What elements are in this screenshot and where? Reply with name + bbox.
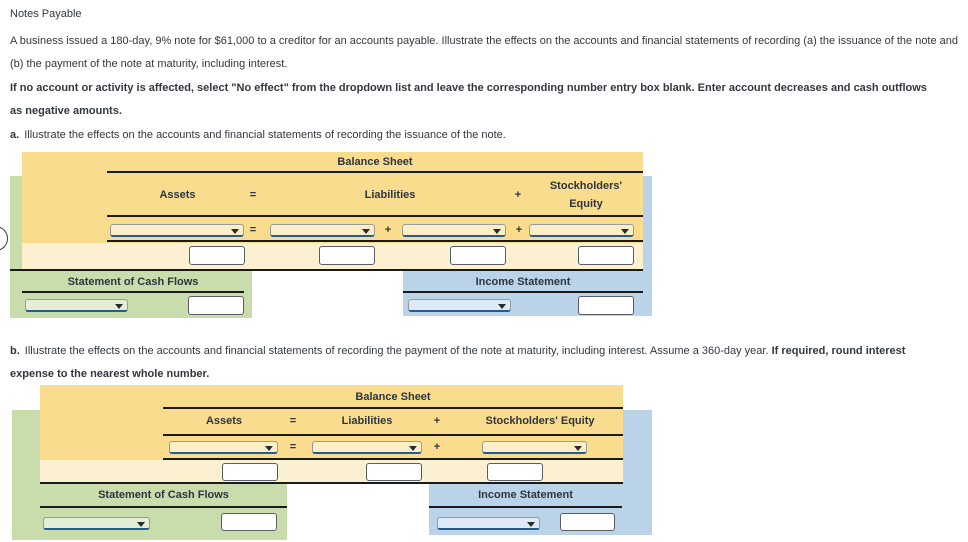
part-a-cash-flows-amount-input[interactable] [188, 296, 244, 315]
equals-sign: = [289, 415, 297, 427]
problem-text-line2: (b) the payment of the note at maturity,… [10, 58, 288, 70]
part-a-asset-account-select[interactable] [110, 224, 244, 237]
divider [163, 458, 623, 460]
part-b-liability-amount-input[interactable] [366, 463, 422, 481]
chevron-down-icon [362, 229, 370, 234]
part-b-cash-flows-title: Statement of Cash Flows [98, 489, 229, 501]
divider [22, 291, 244, 293]
plus-sign: + [433, 415, 441, 427]
divider [10, 269, 643, 271]
chevron-down-icon [621, 229, 629, 234]
chevron-down-icon [498, 304, 506, 309]
part-a-liabilities-header: Liabilities [364, 189, 416, 201]
part-a-income-statement-title: Income Statement [475, 276, 571, 288]
part-a-equity-account-select[interactable] [529, 224, 634, 237]
part-a-assets-header: Assets [159, 189, 196, 201]
equals-sign: = [249, 189, 257, 201]
plus-sign: + [384, 224, 392, 236]
part-b-cash-flows-select[interactable] [43, 517, 150, 530]
chevron-down-icon [493, 229, 501, 234]
divider [107, 171, 643, 173]
part-b-amount-row [40, 460, 623, 482]
part-a-liability-account-select-1[interactable] [270, 224, 375, 237]
part-b-income-statement-amount-input[interactable] [560, 513, 615, 531]
equals-sign: = [289, 441, 297, 453]
part-b-prompt-line2: expense to the nearest whole number. [10, 368, 210, 380]
equals-sign: = [249, 224, 257, 236]
plus-sign: + [514, 189, 522, 201]
part-b-label: b. [10, 345, 20, 357]
instruction-text-line1: If no account or activity is affected, s… [10, 82, 927, 94]
part-b-liabilities-header: Liabilities [341, 415, 393, 427]
part-a-liability-account-select-2[interactable] [402, 224, 506, 237]
page-title: Notes Payable [10, 8, 82, 20]
part-b-asset-account-select[interactable] [169, 441, 278, 454]
part-a-balance-sheet-title: Balance Sheet [337, 156, 413, 168]
part-a-equity-amount-input[interactable] [578, 246, 634, 265]
part-a-cash-flows-select[interactable] [25, 299, 128, 312]
part-a-equity-header-line1: Stockholders' [549, 180, 623, 192]
divider [163, 434, 623, 436]
chevron-down-icon [231, 229, 239, 234]
divider [107, 215, 643, 217]
divider [403, 291, 643, 293]
part-a-cash-flows-title: Statement of Cash Flows [67, 276, 199, 288]
instruction-text-line2: as negative amounts. [10, 105, 122, 117]
part-b-equity-account-select[interactable] [482, 441, 587, 454]
chevron-down-icon [115, 304, 123, 309]
plus-sign: + [515, 224, 523, 236]
divider [107, 240, 643, 242]
part-b-balance-sheet-title: Balance Sheet [355, 391, 431, 403]
part-b-equity-amount-input[interactable] [487, 463, 543, 481]
clipped-circle-icon [0, 226, 8, 251]
part-a-asset-amount-input[interactable] [189, 246, 245, 265]
part-a-liability-amount-input-2[interactable] [450, 246, 506, 265]
part-a-prompt: a.Illustrate the effects on the accounts… [10, 129, 506, 141]
part-a-income-statement-amount-input[interactable] [578, 296, 634, 315]
part-b-assets-header: Assets [205, 415, 243, 427]
part-a-label: a. [10, 129, 20, 141]
divider [163, 407, 623, 409]
divider [40, 506, 287, 508]
divider [40, 482, 623, 484]
part-b-asset-amount-input[interactable] [222, 463, 278, 481]
part-b-liability-account-select[interactable] [312, 441, 422, 454]
plus-sign: + [433, 441, 441, 453]
part-b-cash-flows-amount-input[interactable] [221, 513, 277, 531]
divider [429, 506, 622, 508]
part-a-income-statement-select[interactable] [408, 299, 511, 312]
chevron-down-icon [574, 446, 582, 451]
chevron-down-icon [137, 522, 145, 527]
chevron-down-icon [527, 522, 535, 527]
part-b-prompt-line1: b.Illustrate the effects on the accounts… [10, 345, 906, 357]
part-b-income-statement-select[interactable] [437, 517, 540, 530]
part-b-income-statement-title: Income Statement [478, 489, 573, 501]
part-a-liability-amount-input-1[interactable] [319, 246, 375, 265]
chevron-down-icon [265, 446, 273, 451]
part-a-equity-header-line2: Equity [569, 198, 603, 210]
problem-text-line1: A business issued a 180-day, 9% note for… [10, 35, 959, 47]
part-b-equity-header: Stockholders' Equity [485, 415, 595, 427]
chevron-down-icon [409, 446, 417, 451]
